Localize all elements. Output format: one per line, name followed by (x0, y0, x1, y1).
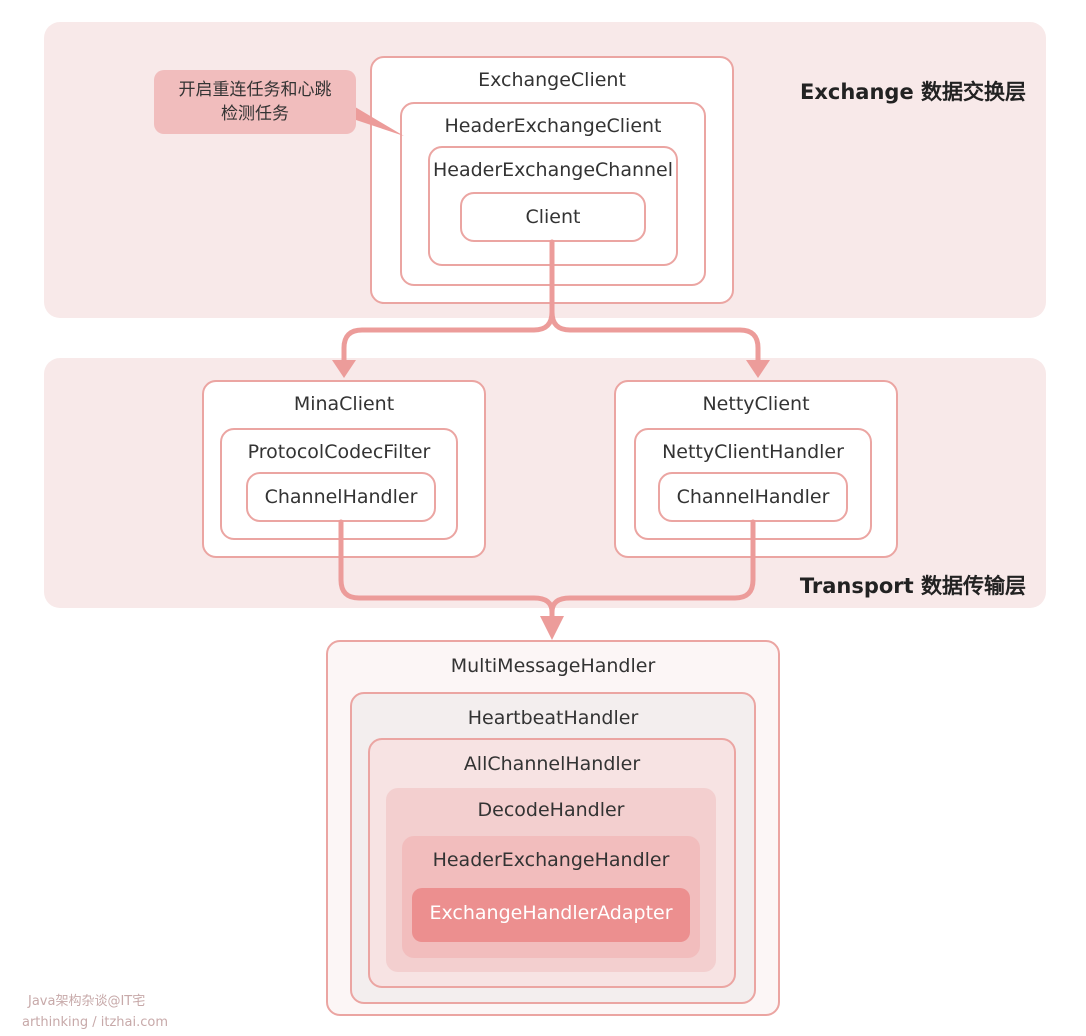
netty-channel-handler-label: ChannelHandler (676, 486, 830, 508)
header-exchange-handler-label: HeaderExchangeHandler (432, 849, 670, 871)
header-exchange-channel-label: HeaderExchangeChannel (432, 159, 674, 181)
mina-to-chain-connector (338, 519, 555, 621)
arrowhead-chain (540, 616, 564, 640)
netty-to-chain-connector (549, 519, 756, 615)
all-channel-handler-label: AllChannelHandler (463, 753, 641, 775)
header-exchange-client-label: HeaderExchangeClient (444, 115, 662, 137)
mina-client-label: MinaClient (293, 393, 395, 415)
decode-handler-label: DecodeHandler (477, 799, 625, 821)
protocol-codec-filter-label: ProtocolCodecFilter (247, 441, 431, 463)
watermark-line-1: Java架构杂谈@IT宅 (28, 994, 146, 1009)
exchange-to-transport-connector (341, 239, 761, 365)
multi-message-handler-label: MultiMessageHandler (450, 655, 656, 677)
mina-channel-handler-box: ChannelHandler (246, 472, 436, 522)
netty-client-label: NettyClient (702, 393, 810, 415)
heartbeat-handler-label: HeartbeatHandler (467, 707, 639, 729)
exchange-handler-adapter-label: ExchangeHandlerAdapter (429, 902, 673, 924)
mina-channel-handler-label: ChannelHandler (264, 486, 418, 508)
callout-pointer (340, 98, 404, 136)
watermark-line-2: arthinking / itzhai.com (22, 1015, 169, 1030)
callout-line-1: 开启重连任务和心跳 (178, 80, 332, 100)
exchange-client-label: ExchangeClient (478, 69, 626, 91)
client-box: Client (460, 192, 646, 242)
reconnect-heartbeat-callout: 开启重连任务和心跳 检测任务 (154, 70, 356, 134)
callout-line-2: 检测任务 (221, 104, 289, 124)
netty-client-handler-label: NettyClientHandler (662, 441, 844, 463)
transport-layer-title: Transport 数据传输层 (799, 574, 1026, 598)
client-label: Client (525, 206, 581, 228)
arrowhead-mina (332, 360, 356, 378)
arrowhead-netty (746, 360, 770, 378)
exchange-handler-adapter-box: ExchangeHandlerAdapter (412, 888, 690, 942)
netty-channel-handler-box: ChannelHandler (658, 472, 848, 522)
exchange-layer-title: Exchange 数据交换层 (800, 80, 1026, 104)
